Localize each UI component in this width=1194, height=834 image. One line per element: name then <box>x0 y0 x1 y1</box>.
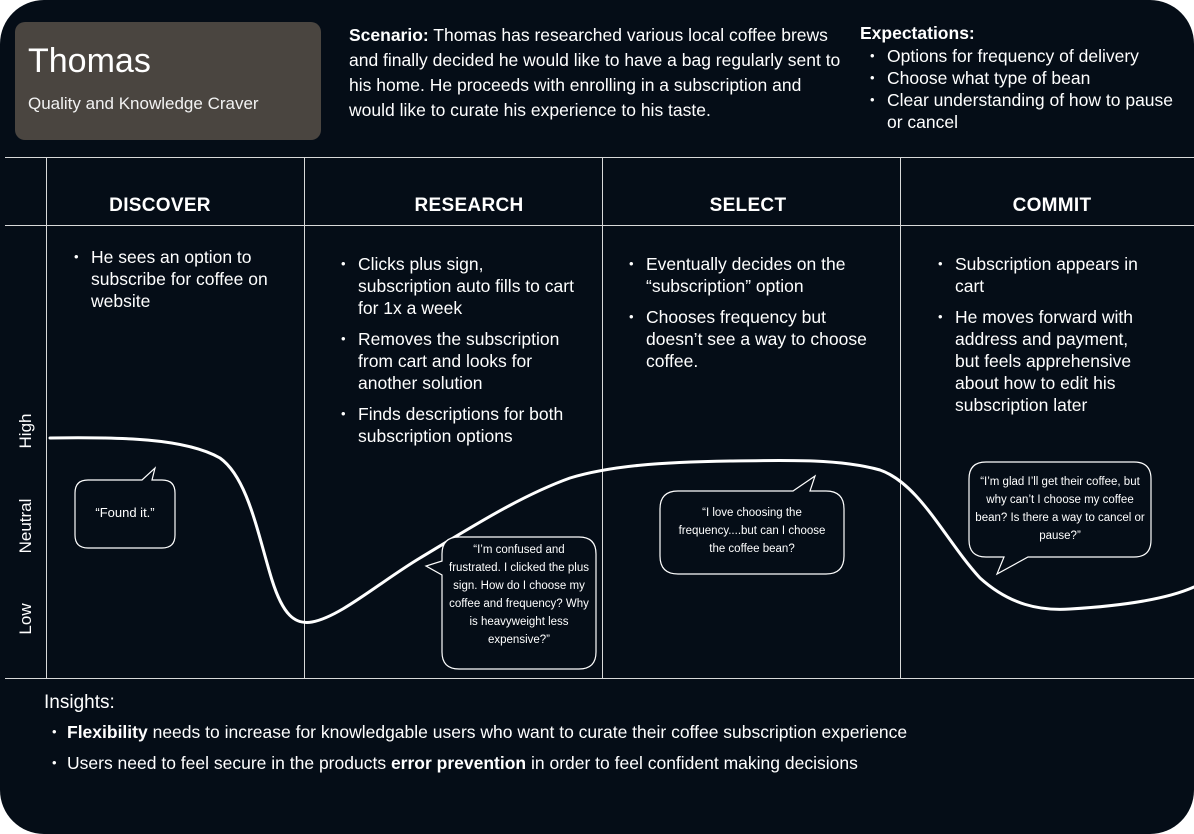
column-divider <box>304 157 305 678</box>
stage-research-steps: Clicks plus sign, subscription auto fill… <box>330 253 580 456</box>
quote-select: “I love choosing the frequency....but ca… <box>678 507 826 555</box>
expectations: Expectations: Options for frequency of d… <box>860 23 1190 133</box>
expectation-item: Options for frequency of delivery <box>860 45 1190 67</box>
scenario-label: Scenario: <box>349 25 429 45</box>
stage-discover-steps: He sees an option to subscribe for coffe… <box>63 246 291 321</box>
speech-bubble <box>424 536 597 670</box>
scenario-text: Scenario: Thomas has researched various … <box>349 23 849 123</box>
insight-item: Users need to feel secure in the product… <box>44 752 1144 774</box>
expectations-list: Options for frequency of delivery Choose… <box>860 45 1190 133</box>
expectation-item: Choose what type of bean <box>860 67 1190 89</box>
column-divider <box>602 157 603 678</box>
stage-commit-steps: Subscription appears in cart He moves fo… <box>927 253 1157 425</box>
step-item: Finds descriptions for both subscription… <box>330 403 580 447</box>
column-divider <box>46 157 47 678</box>
step-item: Eventually decides on the “subscription”… <box>618 253 868 297</box>
divider <box>5 678 1194 679</box>
step-item: Chooses frequency but doesn’t see a way … <box>618 306 868 372</box>
scenario-body: Thomas has researched various local coff… <box>349 25 841 120</box>
stage-research-title: RESEARCH <box>414 195 524 216</box>
stage-discover-title: DISCOVER <box>109 195 211 216</box>
quote-research: “I’m confused and frustrated. I clicked … <box>449 544 589 646</box>
divider <box>5 225 1194 226</box>
step-item: He moves forward with address and paymen… <box>927 306 1157 416</box>
divider <box>5 157 1194 158</box>
stage-select-title: SELECT <box>709 195 787 216</box>
insight-text: needs to increase for knowledgable users… <box>147 722 908 742</box>
persona-role: Quality and Knowledge Craver <box>28 94 259 113</box>
quote-commit: “I’m glad I’ll get their coffee, but why… <box>975 476 1145 542</box>
insight-keyword: error prevention <box>390 753 527 773</box>
expectations-title: Expectations: <box>860 23 975 43</box>
stage-select-steps: Eventually decides on the “subscription”… <box>618 253 868 381</box>
step-item: Clicks plus sign, subscription auto fill… <box>330 253 580 319</box>
column-divider <box>900 157 901 678</box>
insights-list: Flexibility needs to increase for knowle… <box>44 721 1144 774</box>
insights: Insights: Flexibility needs to increase … <box>44 692 1144 783</box>
insights-title: Insights: <box>44 692 115 713</box>
insight-text: in order to feel confident making decisi… <box>526 753 858 773</box>
insight-item: Flexibility needs to increase for knowle… <box>44 721 1144 743</box>
emotion-curve <box>48 436 1194 624</box>
speech-bubble <box>74 466 176 549</box>
insight-text: Users need to feel secure in the product… <box>67 753 391 773</box>
persona-name: Thomas <box>28 42 151 80</box>
stage-commit-title: COMMIT <box>1012 195 1092 216</box>
step-item: Subscription appears in cart <box>927 253 1157 297</box>
step-item: Removes the subscription from cart and l… <box>330 328 580 394</box>
expectation-item: Clear understanding of how to pause or c… <box>860 89 1190 133</box>
step-item: He sees an option to subscribe for coffe… <box>63 246 291 312</box>
quote-discover: “Found it.” <box>95 505 155 520</box>
persona-card: Thomas Quality and Knowledge Craver <box>15 22 321 140</box>
insight-keyword: Flexibility <box>67 722 148 742</box>
speech-bubble <box>659 474 845 575</box>
speech-bubble <box>968 461 1152 576</box>
